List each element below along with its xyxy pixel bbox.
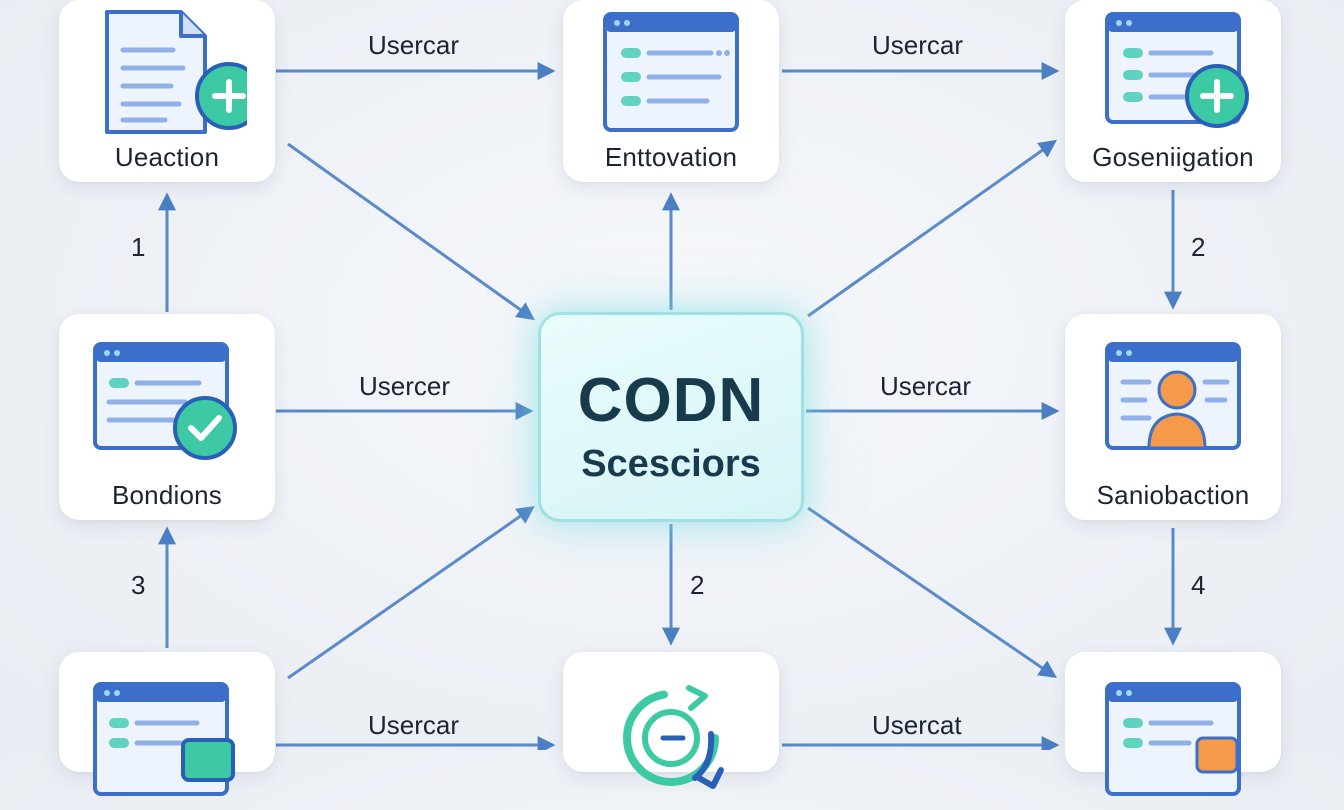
edge-label-center-to-mid-right: Usercar [880, 371, 972, 401]
node-bottom-right[interactable] [1065, 652, 1281, 796]
node-label: Bondions [111, 480, 223, 510]
refresh-cycle-icon [623, 685, 724, 789]
step-number: 3 [131, 570, 146, 600]
node-top-center[interactable]: Enttovation [563, 0, 779, 182]
document-plus-icon [105, 10, 247, 134]
node-mid-left[interactable]: Bondions [59, 314, 275, 520]
step-number: 2 [1191, 232, 1206, 262]
node-label: Saniobaction [1096, 480, 1250, 510]
diagram-arrows [158, 62, 1182, 750]
step-number: 4 [1191, 570, 1206, 600]
central-hub[interactable]: CODN Scesciors [538, 312, 804, 522]
step-number: 1 [131, 232, 146, 262]
arrow-bottom-left-to-center [287, 505, 535, 680]
hub-title: CODN [577, 366, 765, 435]
browser-window-icon [1105, 682, 1241, 796]
edge-label-top-center-to-top-right: Usercar [872, 30, 964, 60]
browser-window-user-icon [1105, 342, 1241, 450]
browser-window-plus-icon [1105, 12, 1249, 128]
node-label: Goseniigation [1092, 142, 1254, 172]
edge-label-mid-left-to-center: Usercer [359, 371, 451, 401]
edge-label-bottom-center-to-bottom-right: Usercat [872, 710, 962, 740]
node-top-left[interactable]: Ueaction [59, 0, 275, 182]
node-label: Ueaction [114, 142, 220, 172]
node-mid-right[interactable]: Saniobaction [1065, 314, 1281, 520]
browser-window-icon [603, 12, 739, 132]
node-bottom-center[interactable] [563, 652, 779, 789]
node-label: Enttovation [604, 142, 738, 172]
arrow-top-left-to-center [287, 142, 535, 321]
hub-subtitle: Scesciors [581, 443, 761, 485]
step-number: 2 [690, 570, 705, 600]
arrow-center-to-top-right [807, 139, 1057, 318]
edge-label-bottom-left-to-bottom-center: Usercar [368, 710, 460, 740]
node-top-right[interactable]: Goseniigation [1065, 0, 1281, 182]
edge-label-top-left-to-top-center: Usercar [368, 30, 460, 60]
browser-window-icon [93, 682, 235, 796]
node-bottom-left[interactable] [59, 652, 275, 796]
browser-window-check-icon [93, 342, 237, 460]
arrow-center-to-bottom-right [807, 506, 1057, 679]
